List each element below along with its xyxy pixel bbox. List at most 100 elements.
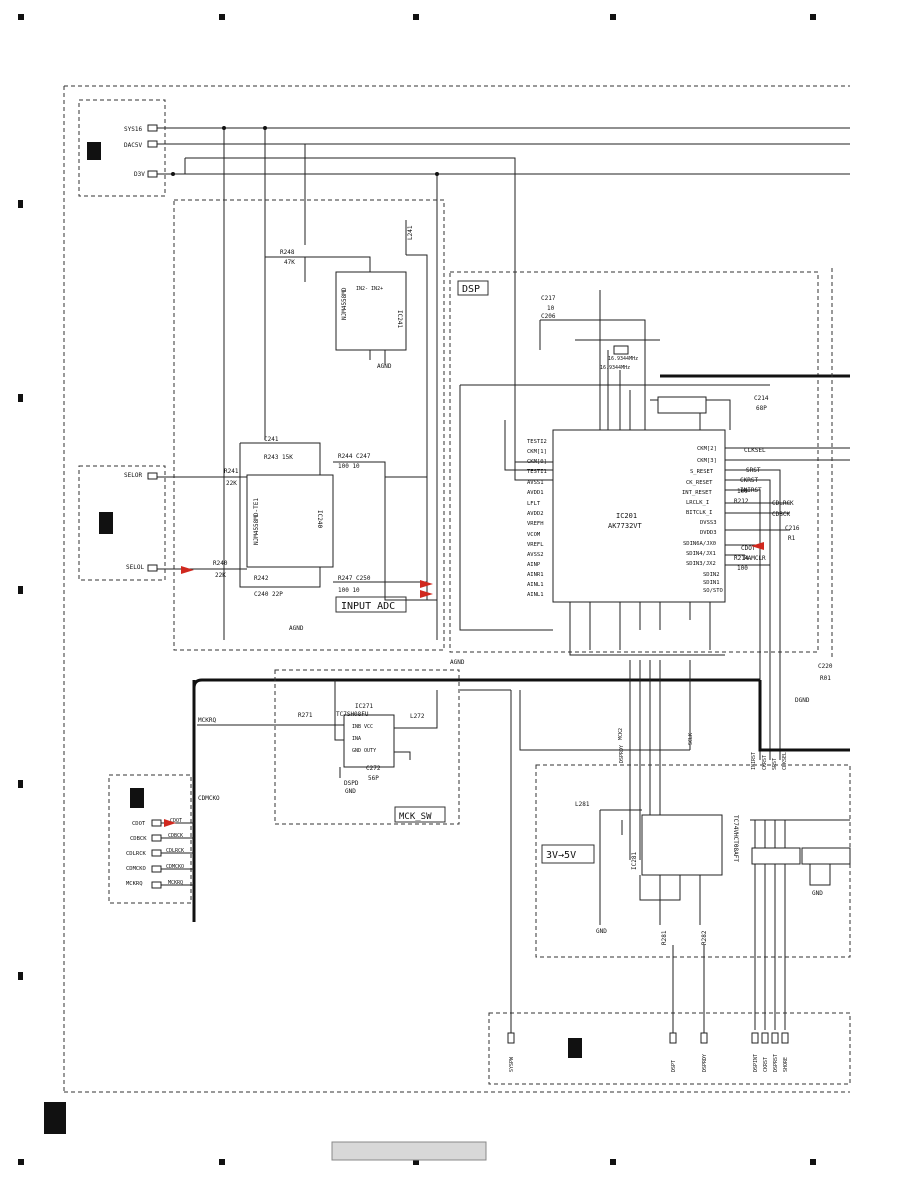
svg-text:NJM4558MD: NJM4558MD bbox=[341, 287, 348, 320]
svg-text:INT_RESET: INT_RESET bbox=[682, 490, 712, 496]
svg-text:RAMCLR: RAMCLR bbox=[744, 555, 766, 562]
svg-text:SCLK: SCLK bbox=[688, 733, 694, 745]
ic281-buffer: IC281 TC74VHCT08AFT bbox=[631, 814, 739, 876]
analog-input-connector: SELOR SELOL bbox=[78, 465, 166, 581]
svg-text:L281: L281 bbox=[575, 801, 590, 808]
svg-text:16.9344MHz: 16.9344MHz bbox=[600, 365, 630, 371]
svg-text:IC271: IC271 bbox=[355, 703, 373, 710]
svg-text:GND: GND bbox=[345, 788, 356, 795]
svg-text:AVDD1: AVDD1 bbox=[527, 490, 544, 496]
svg-text:CKM[3]: CKM[3] bbox=[697, 458, 717, 464]
svg-text:SO/STO: SO/STO bbox=[703, 588, 723, 594]
svg-text:DGND: DGND bbox=[795, 697, 810, 704]
svg-text:3V→5V: 3V→5V bbox=[546, 850, 576, 861]
svg-text:INA: INA bbox=[352, 736, 361, 742]
svg-text:C241: C241 bbox=[264, 436, 279, 443]
svg-text:DVDD3: DVDD3 bbox=[700, 530, 717, 536]
svg-text:R212: R212 bbox=[734, 498, 749, 505]
svg-text:AGND: AGND bbox=[377, 363, 392, 370]
svg-text:IC201: IC201 bbox=[616, 512, 637, 520]
svg-text:L272: L272 bbox=[410, 713, 425, 720]
mck-sw-label-box: MCK_SW bbox=[394, 806, 446, 823]
svg-text:TC7SH08FU: TC7SH08FU bbox=[336, 711, 369, 718]
svg-text:CDOT: CDOT bbox=[132, 821, 146, 827]
ic241-opamp: NJM4558MD IC241 IN2- IN2+ bbox=[335, 271, 407, 351]
svg-text:AINL1: AINL1 bbox=[527, 582, 544, 588]
mck-sw-region bbox=[274, 669, 460, 825]
svg-text:TESTI2: TESTI2 bbox=[527, 439, 547, 445]
svg-text:C220: C220 bbox=[818, 663, 833, 670]
converter-label-box: 3V→5V bbox=[541, 844, 595, 864]
svg-text:DSP: DSP bbox=[462, 284, 480, 295]
svg-text:VCOM: VCOM bbox=[527, 532, 541, 538]
svg-text:16.9344MHz: 16.9344MHz bbox=[608, 356, 638, 362]
svg-text:C216: C216 bbox=[785, 525, 800, 532]
svg-text:CDBCK: CDBCK bbox=[130, 836, 147, 842]
svg-text:R244 C247: R244 C247 bbox=[338, 453, 371, 460]
svg-text:MCKRQ: MCKRQ bbox=[198, 717, 216, 724]
resistor-array-1 bbox=[751, 847, 851, 865]
svg-text:SDIN6A/JX0: SDIN6A/JX0 bbox=[683, 541, 716, 547]
svg-text:22K: 22K bbox=[215, 572, 226, 579]
digital-input-connector: CDOT CDBCK CDLRCK CDMCKO MCKRQ CDOT CDBC… bbox=[108, 774, 192, 904]
svg-text:DSPD: DSPD bbox=[344, 780, 359, 787]
svg-text:R214: R214 bbox=[734, 555, 749, 562]
svg-text:R01: R01 bbox=[820, 675, 831, 682]
svg-text:AINP: AINP bbox=[527, 562, 541, 568]
svg-text:IC281: IC281 bbox=[631, 852, 638, 870]
svg-text:SDIN2: SDIN2 bbox=[703, 572, 720, 578]
svg-text:CDOT: CDOT bbox=[170, 818, 182, 824]
svg-text:CKM[1]: CKM[1] bbox=[527, 449, 547, 455]
svg-text:R281: R281 bbox=[661, 930, 668, 945]
svg-text:IC240: IC240 bbox=[316, 510, 323, 528]
svg-text:AVSS2: AVSS2 bbox=[527, 552, 544, 558]
svg-text:SDIN1: SDIN1 bbox=[703, 580, 720, 586]
svg-text:DSPT: DSPT bbox=[671, 1060, 677, 1072]
svg-text:TC74VHCT08AFT: TC74VHCT08AFT bbox=[732, 815, 739, 862]
svg-text:CDLRCK: CDLRCK bbox=[126, 851, 147, 857]
svg-text:GND: GND bbox=[812, 890, 823, 897]
svg-text:R242: R242 bbox=[254, 575, 269, 582]
dsp-region bbox=[449, 271, 819, 653]
svg-text:10: 10 bbox=[547, 305, 555, 312]
svg-text:CDMCKO: CDMCKO bbox=[126, 866, 146, 872]
svg-text:R241: R241 bbox=[224, 468, 239, 475]
svg-text:CK_RESET: CK_RESET bbox=[686, 480, 713, 486]
svg-text:CDLRCK: CDLRCK bbox=[772, 500, 794, 507]
svg-text:CLKSEL: CLKSEL bbox=[782, 752, 788, 770]
svg-text:S_RESET: S_RESET bbox=[690, 469, 714, 475]
svg-text:SDIN3/JX2: SDIN3/JX2 bbox=[686, 561, 716, 567]
ic201-dsp-chip: IC201 AK7732VT bbox=[552, 429, 726, 603]
svg-text:SYSPW: SYSPW bbox=[509, 1056, 515, 1072]
svg-text:D3V: D3V bbox=[134, 171, 145, 178]
svg-text:INB VCC: INB VCC bbox=[352, 724, 373, 730]
svg-text:L241: L241 bbox=[407, 225, 414, 240]
svg-text:R282: R282 bbox=[701, 930, 708, 945]
svg-text:C272: C272 bbox=[366, 765, 381, 772]
svg-text:DSPRDY: DSPRDY bbox=[619, 745, 625, 763]
svg-text:AK7732VT: AK7732VT bbox=[608, 522, 643, 530]
bottom-connector-region bbox=[488, 1012, 851, 1085]
svg-text:AGND: AGND bbox=[289, 625, 304, 632]
svg-text:GND OUTY: GND OUTY bbox=[352, 748, 376, 754]
svg-text:DSPINT: DSPINT bbox=[753, 1054, 759, 1072]
ic201-right-pin-labels: CKM[2] CKM[3] S_RESET CK_RESET INT_RESET… bbox=[682, 446, 723, 594]
svg-text:AVDD2: AVDD2 bbox=[527, 511, 544, 517]
ic271-and-gate: IC271 TC7SH08FU INB VCC INA GND OUTY bbox=[336, 703, 395, 768]
signal-arrow-cdot bbox=[751, 542, 764, 550]
svg-text:R240: R240 bbox=[213, 560, 228, 567]
svg-text:R271: R271 bbox=[298, 712, 313, 719]
svg-text:CDBCK: CDBCK bbox=[772, 511, 790, 518]
svg-text:100 10: 100 10 bbox=[338, 463, 360, 470]
svg-text:SYS16: SYS16 bbox=[124, 126, 142, 133]
svg-text:CDMCKO: CDMCKO bbox=[198, 795, 220, 802]
svg-text:100: 100 bbox=[737, 565, 748, 572]
signal-arrow-l bbox=[420, 590, 433, 598]
svg-text:AVSS1: AVSS1 bbox=[527, 480, 544, 486]
svg-text:CDBCK: CDBCK bbox=[168, 833, 183, 839]
svg-text:MCKRQ: MCKRQ bbox=[168, 880, 183, 886]
svg-text:R243 15K: R243 15K bbox=[264, 454, 293, 461]
svg-text:R248: R248 bbox=[280, 249, 295, 256]
svg-text:C206: C206 bbox=[541, 313, 556, 320]
ic201-left-pin-labels: TESTI2 CKM[1] CKM[0] TESTI1 AVSS1 AVDD1 … bbox=[527, 439, 547, 598]
